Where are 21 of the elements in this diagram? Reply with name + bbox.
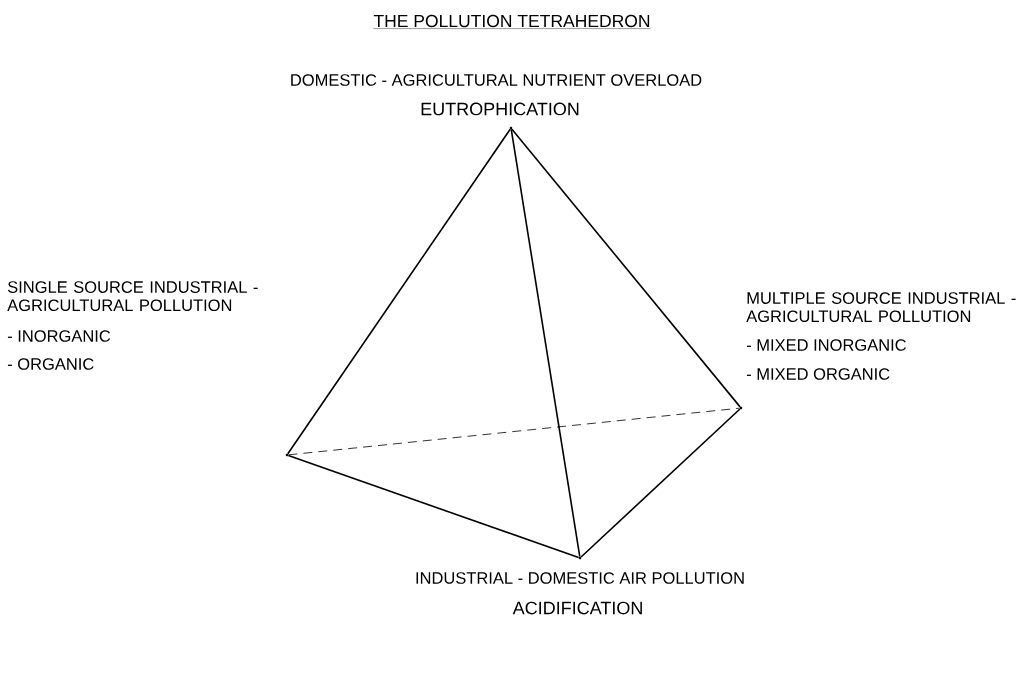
edge-line bbox=[510, 128, 581, 558]
vertex-label: ACIDIFICATION bbox=[512, 601, 642, 615]
vertex-label: SINGLE SOURCE INDUSTRIAL - AGRICULTURAL POLLUTION bbox=[7, 281, 258, 312]
vertex-label: - MIXED ORGANIC bbox=[746, 368, 890, 380]
edge-line bbox=[580, 408, 741, 558]
vertex-point bbox=[509, 126, 513, 130]
edge-line bbox=[288, 407, 740, 456]
vertex-label: - ORGANIC bbox=[7, 358, 94, 370]
title: THE POLLUTION TETRAHEDRON bbox=[373, 14, 651, 29]
vertex-point bbox=[739, 406, 743, 410]
vertex-point bbox=[285, 453, 289, 457]
vertex-label: DOMESTIC - AGRICULTURAL NUTRIENT OVERLOAD bbox=[291, 74, 702, 86]
vertex-label: - MIXED INORGANIC bbox=[746, 339, 906, 351]
vertex-label: INDUSTRIAL - DOMESTIC AIR POLLUTION bbox=[416, 572, 744, 584]
vertex-label: MULTIPLE SOURCE INDUSTRIAL - AGRICULTURAL POLLUTION bbox=[746, 292, 1016, 323]
vertex-point bbox=[578, 556, 582, 560]
edge-line bbox=[287, 454, 580, 559]
vertex-label: EUTROPHICATION bbox=[421, 102, 579, 116]
edge-line bbox=[287, 128, 511, 455]
edge-line bbox=[511, 128, 741, 408]
vertex-label: - INORGANIC bbox=[7, 330, 111, 342]
